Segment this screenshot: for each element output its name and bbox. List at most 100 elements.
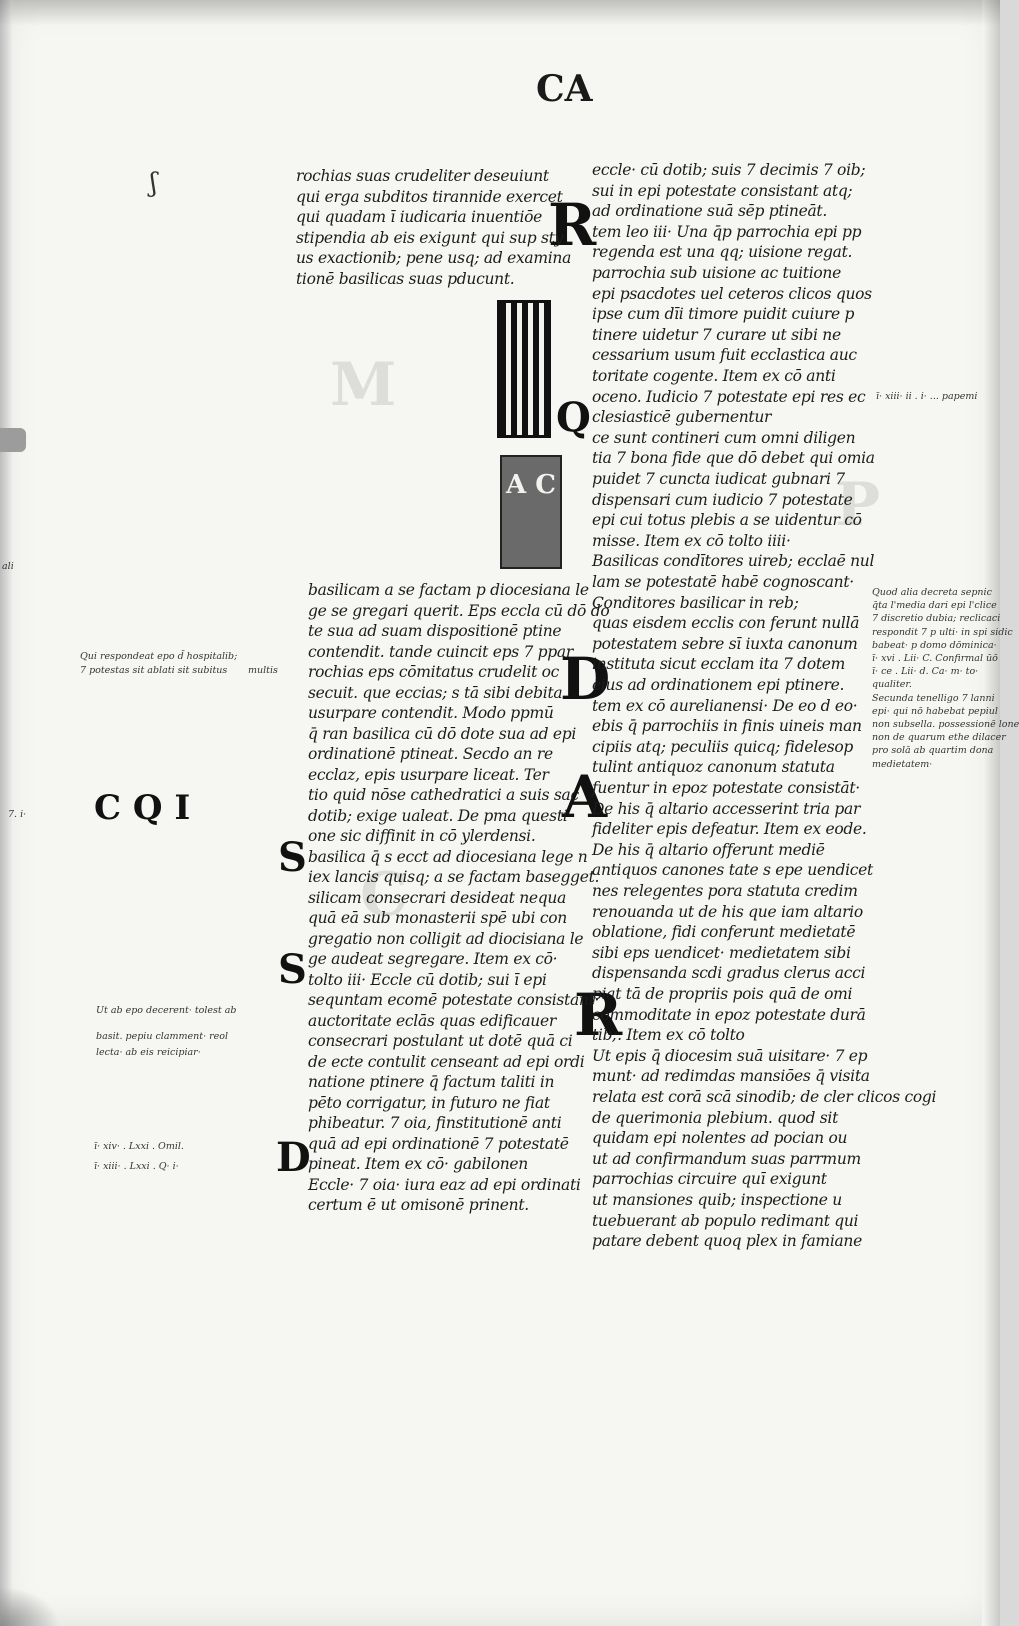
text-line: ut ad confirmandum suas parrmum bbox=[592, 1149, 861, 1168]
ghost-letter: C bbox=[360, 860, 408, 930]
text-line: secuit. que eccias; s tā sibi debita bbox=[308, 683, 563, 702]
margin-gloss: q̄ta l'media dari epi l'clice bbox=[872, 600, 997, 612]
text-line: De his q̄ altario accesserint tria par bbox=[592, 799, 861, 818]
thumb-shadow bbox=[0, 1586, 60, 1626]
text-line: us exactionib; pene usq; ad examina bbox=[296, 249, 572, 267]
margin-gloss: Secunda tenelligo 7 lanni bbox=[872, 692, 995, 704]
text-line: qui erga subditos tirannide exercet bbox=[296, 187, 563, 206]
text-line: tem ex cō aurelianensi· De eo d eo· bbox=[592, 696, 858, 715]
running-head: CA bbox=[536, 68, 593, 110]
text-line: tionē basilicas suas pducunt. bbox=[296, 269, 515, 288]
initial-d-lower: D bbox=[276, 1134, 311, 1181]
text-line: tuebuerant ab populo redimant qui bbox=[592, 1211, 859, 1230]
text-line: usurpare contendit. Modo ppmū bbox=[308, 704, 554, 722]
text-line: tia 7 bona fide que dō debet qui omia bbox=[592, 449, 875, 468]
text-line: ge audeat segregare. Item ex cō· bbox=[308, 950, 558, 968]
margin-gloss: non subsella. possessionē lone bbox=[872, 719, 1019, 730]
text-line: ebis q̄ parrochiis in finis uineis man bbox=[592, 717, 862, 736]
text-line: ordinationē ptineat. Secdo an re bbox=[308, 745, 553, 763]
text-line: lam se potestatē habē cognoscant· bbox=[592, 573, 854, 591]
text-line: tib;. Item ex cō tolto bbox=[592, 1026, 745, 1045]
text-line: tem leo iii· Una q̄p parrochia epi pp bbox=[592, 222, 862, 241]
text-line: potestatem sebre sī iuxta canonum bbox=[592, 634, 858, 653]
margin-gloss: epi· qui nō habebat pepiul bbox=[872, 705, 998, 717]
text-line: munt· ad redimdas mansiōes q̄ visita bbox=[592, 1067, 870, 1086]
decorated-initial-uu bbox=[497, 300, 551, 438]
margin-gloss: ī· xiii· . Lxxi . Q· i· bbox=[94, 1161, 179, 1172]
text-line: auctoritate eclās quas edificauer bbox=[308, 1011, 556, 1030]
text-line: q̄ ran basilica cū dō dote sua ad epi bbox=[308, 724, 577, 743]
text-line: regenda est una qq; uisione regat. bbox=[592, 243, 853, 262]
text-line: cipiis atq; peculiis quicq; fidelesop bbox=[592, 737, 854, 756]
text-line: Conditores basilicar in reb; bbox=[592, 593, 799, 612]
text-line: ce sunt contineri cum omni diligen bbox=[592, 428, 856, 447]
text-line: rochias eps cōmitatus crudelit oc bbox=[308, 663, 560, 681]
text-line: pēto corrigatur, in futuro ne fiat bbox=[308, 1093, 550, 1112]
text-line: fideliter epis defeatur. Item ex eode. bbox=[592, 820, 867, 839]
margin-gloss: non de quarum ethe dilacer bbox=[872, 732, 1006, 744]
text-line: epi cui totus plebis a se uidentur cō bbox=[592, 511, 862, 530]
text-line: ipse cum dīi timore puidit cuiure p bbox=[592, 305, 855, 324]
text-line: nes relegentes pora statuta credim bbox=[592, 882, 858, 900]
text-line: stipendia ab eis exigunt qui sup sty bbox=[296, 228, 563, 247]
initial-r-lower: R bbox=[574, 981, 623, 1049]
margin-gloss: Qui respondeat epo d̄ hospitalib; bbox=[80, 651, 238, 662]
text-line: toritate cogente. Item ex cō anti bbox=[592, 367, 836, 385]
text-line: Eccle· 7 oia· iura eaz ad epi ordinati bbox=[308, 1175, 581, 1194]
text-line: de querimonia plebium. quod sit bbox=[592, 1108, 838, 1127]
text-line: parrochias circuire quī exigunt bbox=[592, 1170, 827, 1189]
text-line: silicam consecrari desideat nequa bbox=[308, 888, 567, 907]
margin-gloss: ī· xvi . Lii· C. Confirmal ūō bbox=[872, 653, 998, 664]
text-line: ge se gregari querit. Eps eccla cū dō do bbox=[308, 601, 610, 620]
text-line: dotib; exige ualeat. De pma questi bbox=[308, 806, 568, 825]
text-line: fuentur in epoz potestate consistāt· bbox=[592, 779, 860, 797]
text-line: tio quid nōse cathedratici a suis sac bbox=[308, 786, 579, 804]
text-line: tinere uidetur 7 curare ut sibi ne bbox=[592, 325, 841, 344]
left-margin-mark: 7. i· bbox=[8, 809, 27, 820]
text-line: epi psacdotes uel ceteros clicos quos bbox=[592, 284, 872, 303]
text-line: one sic diffinit in cō ylerdensi. bbox=[308, 827, 536, 845]
margin-gloss: ī· xiv· . Lxxi . Omil. bbox=[94, 1141, 184, 1152]
text-line: phibeatur. 7 oia, finstitutionē anti bbox=[308, 1114, 562, 1132]
margin-gloss: babeat· p domo dōminica· bbox=[872, 639, 997, 651]
text-line: De his q̄ altario offerunt mediē bbox=[592, 840, 825, 859]
page-left-edge bbox=[0, 0, 12, 1626]
text-line: dispensari cum iudicio 7 potestate bbox=[592, 490, 853, 509]
text-line: ecclaz, epis usurpare liceat. Ter bbox=[308, 765, 549, 784]
text-line: quā eā sub monasterii spē ubi con bbox=[308, 909, 567, 927]
left-margin-mark: ali bbox=[2, 561, 14, 572]
text-line: quidam epi nolentes ad pocian ou bbox=[592, 1129, 848, 1148]
text-line: sibi eps uendicet· medietatem sibi bbox=[592, 943, 851, 962]
page-right-edge bbox=[982, 0, 1000, 1626]
text-line: rochias suas crudeliter deseuiunt bbox=[296, 167, 549, 185]
text-line: ad ordinatione suā sēp ptineāt. bbox=[592, 202, 827, 221]
margin-gloss: basit. pepiu clamment· reol bbox=[96, 1031, 229, 1042]
text-line: dispensanda scdi gradus clerus acci bbox=[592, 964, 866, 983]
margin-gloss: Ut ab epo decerent· tolest ab bbox=[96, 1005, 237, 1016]
initial-s-1: S bbox=[278, 834, 307, 881]
initial-s-2: S bbox=[278, 946, 307, 993]
initial-q: Q bbox=[556, 394, 591, 441]
text-line: certum ē ut omisonē prinent. bbox=[308, 1196, 529, 1214]
decorated-initial-letters: A C bbox=[506, 470, 556, 500]
margin-gloss: pro solā ab quartim dona bbox=[872, 745, 994, 757]
margin-gloss: 7 potestas sit ablati sit subitus bbox=[80, 665, 228, 676]
text-line: sui in epi potestate consistant atq; bbox=[592, 181, 853, 200]
text-line: ut mansiones quib; inspectione u bbox=[592, 1191, 842, 1209]
text-line: oblatione, fidi conferunt medietatē bbox=[592, 923, 856, 942]
text-line: eius ad ordinationem epi ptinere. bbox=[592, 676, 845, 694]
margin-gloss: ī· ce . Lii· d. Ca· m· to· bbox=[872, 666, 979, 678]
margin-quaestio-mark: C Q I bbox=[94, 788, 191, 828]
text-line: instituta sicut ecclam ita 7 dotem bbox=[592, 655, 846, 674]
text-line: patare debent quoq plex in famiane bbox=[592, 1232, 862, 1251]
page-edge-tab bbox=[0, 428, 26, 452]
initial-r-upper: R bbox=[548, 191, 597, 259]
margin-gloss: 7 discretio dubia; reclicaci bbox=[872, 613, 1001, 625]
text-line: basilicam a se factam p diocesiana le bbox=[308, 581, 589, 599]
text-line: Basilicas condītores uireb; ecclaē nul bbox=[592, 552, 875, 571]
margin-gloss: multis bbox=[248, 665, 278, 676]
margin-gloss: ī· xiii· ii . i· ... papemi bbox=[876, 391, 978, 402]
text-line: misse. Item ex cō tolto iiii· bbox=[592, 531, 791, 550]
text-line: tolto iii· Eccle cū dotib; sui ī epi bbox=[308, 970, 547, 989]
